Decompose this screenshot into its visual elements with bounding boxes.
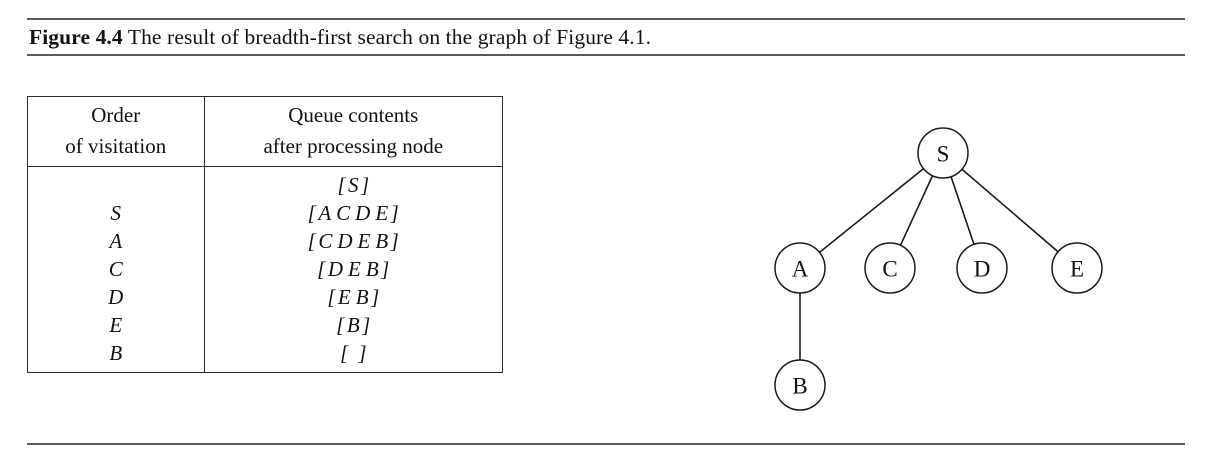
queue-item: D	[355, 201, 371, 225]
tree-edge-s-e	[961, 168, 1059, 253]
bfs-tree-diagram: S A C D E B	[740, 100, 1160, 430]
column-header-queue-line2: after processing node	[263, 134, 444, 158]
queue-item: B	[375, 229, 389, 253]
tree-node-s[interactable]: S	[917, 127, 969, 179]
bfs-tree-svg: S A C D E B	[774, 127, 1103, 411]
table-row: [S]	[28, 166, 502, 200]
column-header-order: Order of visitation	[28, 97, 205, 167]
table-header: Order of visitation Queue contents after…	[28, 97, 502, 167]
bracket-open: [	[336, 313, 345, 337]
column-header-order-line1: Order	[91, 103, 141, 127]
tree-node-e[interactable]: E	[1051, 242, 1103, 294]
queue-item: C	[336, 201, 351, 225]
queue-item: D	[327, 257, 343, 281]
cell-order-of-visitation: E	[28, 311, 205, 339]
node-label-d: D	[974, 257, 991, 282]
cell-queue-contents: [ ]	[204, 339, 502, 372]
bracket-close: ]	[381, 257, 390, 281]
bracket-close: ]	[390, 229, 399, 253]
figure-caption: Figure 4.4 The result of breadth-first s…	[29, 21, 651, 54]
queue-item: E	[357, 229, 371, 253]
tree-node-b[interactable]: B	[774, 359, 826, 411]
tree-edge-s-a	[818, 168, 925, 253]
cell-order-of-visitation: B	[28, 339, 205, 372]
cell-order-of-visitation: A	[28, 227, 205, 255]
cell-order-of-visitation	[28, 166, 205, 199]
column-header-queue-line1: Queue contents	[288, 103, 419, 127]
bracket-close: ]	[362, 313, 371, 337]
queue-empty	[348, 339, 358, 367]
queue-item: D	[337, 229, 353, 253]
table-header-row: Order of visitation Queue contents after…	[28, 97, 502, 167]
queue-item: B	[346, 313, 360, 337]
cell-queue-contents: [S]	[204, 167, 502, 200]
queue-item: B	[355, 285, 369, 309]
bfs-trace-table: Order of visitation Queue contents after…	[27, 96, 503, 373]
cell-order-of-visitation: S	[28, 199, 205, 227]
figure-rule-bottom	[27, 443, 1185, 445]
node-circle-c	[864, 242, 916, 294]
bracket-close: ]	[371, 285, 380, 309]
bracket-close: ]	[358, 341, 367, 365]
queue-sequence: [ ]	[340, 341, 367, 365]
cell-order-of-visitation: D	[28, 283, 205, 311]
node-label-s: S	[937, 142, 950, 167]
table-row: B [ ]	[28, 339, 502, 372]
column-header-queue: Queue contents after processing node	[204, 97, 502, 167]
tree-node-a[interactable]: A	[774, 242, 826, 294]
queue-item: C	[318, 229, 333, 253]
caption-rule-bottom	[27, 54, 1185, 56]
column-header-order-line2: of visitation	[65, 134, 167, 158]
queue-item: B	[365, 257, 379, 281]
node-circle-a	[774, 242, 826, 294]
bracket-close: ]	[361, 173, 370, 197]
bracket-open: [	[317, 257, 326, 281]
node-circle-d	[956, 242, 1008, 294]
tree-edge-s-d	[950, 176, 975, 245]
caption-rule-top	[27, 18, 1185, 20]
figure-caption-label: Figure 4.4	[29, 25, 123, 49]
queue-item: A	[318, 201, 332, 225]
cell-order-of-visitation: C	[28, 255, 205, 283]
bracket-open: [	[337, 173, 346, 197]
node-label-a: A	[792, 257, 809, 282]
tree-node-d[interactable]: D	[956, 242, 1008, 294]
node-circle-e	[1051, 242, 1103, 294]
node-label-b: B	[792, 374, 807, 399]
bracket-open: [	[307, 229, 316, 253]
node-label-e: E	[1070, 257, 1084, 282]
bracket-open: [	[339, 341, 349, 365]
bracket-close: ]	[390, 201, 399, 225]
node-circle-s	[917, 127, 969, 179]
table-row: E [B]	[28, 311, 502, 339]
bracket-open: [	[307, 201, 316, 225]
figure-caption-text: The result of breadth-first search on th…	[122, 25, 652, 49]
queue-item: S	[348, 173, 359, 197]
queue-item: E	[337, 285, 351, 309]
bracket-open: [	[327, 285, 336, 309]
queue-sequence: [B]	[336, 313, 370, 337]
node-circle-b	[774, 359, 826, 411]
node-label-c: C	[882, 257, 897, 282]
cell-queue-contents: [B]	[204, 311, 502, 339]
queue-item: E	[348, 257, 361, 281]
queue-item: E	[375, 201, 389, 225]
tree-edge-s-c	[899, 175, 934, 246]
tree-node-c[interactable]: C	[864, 242, 916, 294]
queue-sequence: [S]	[337, 173, 369, 197]
